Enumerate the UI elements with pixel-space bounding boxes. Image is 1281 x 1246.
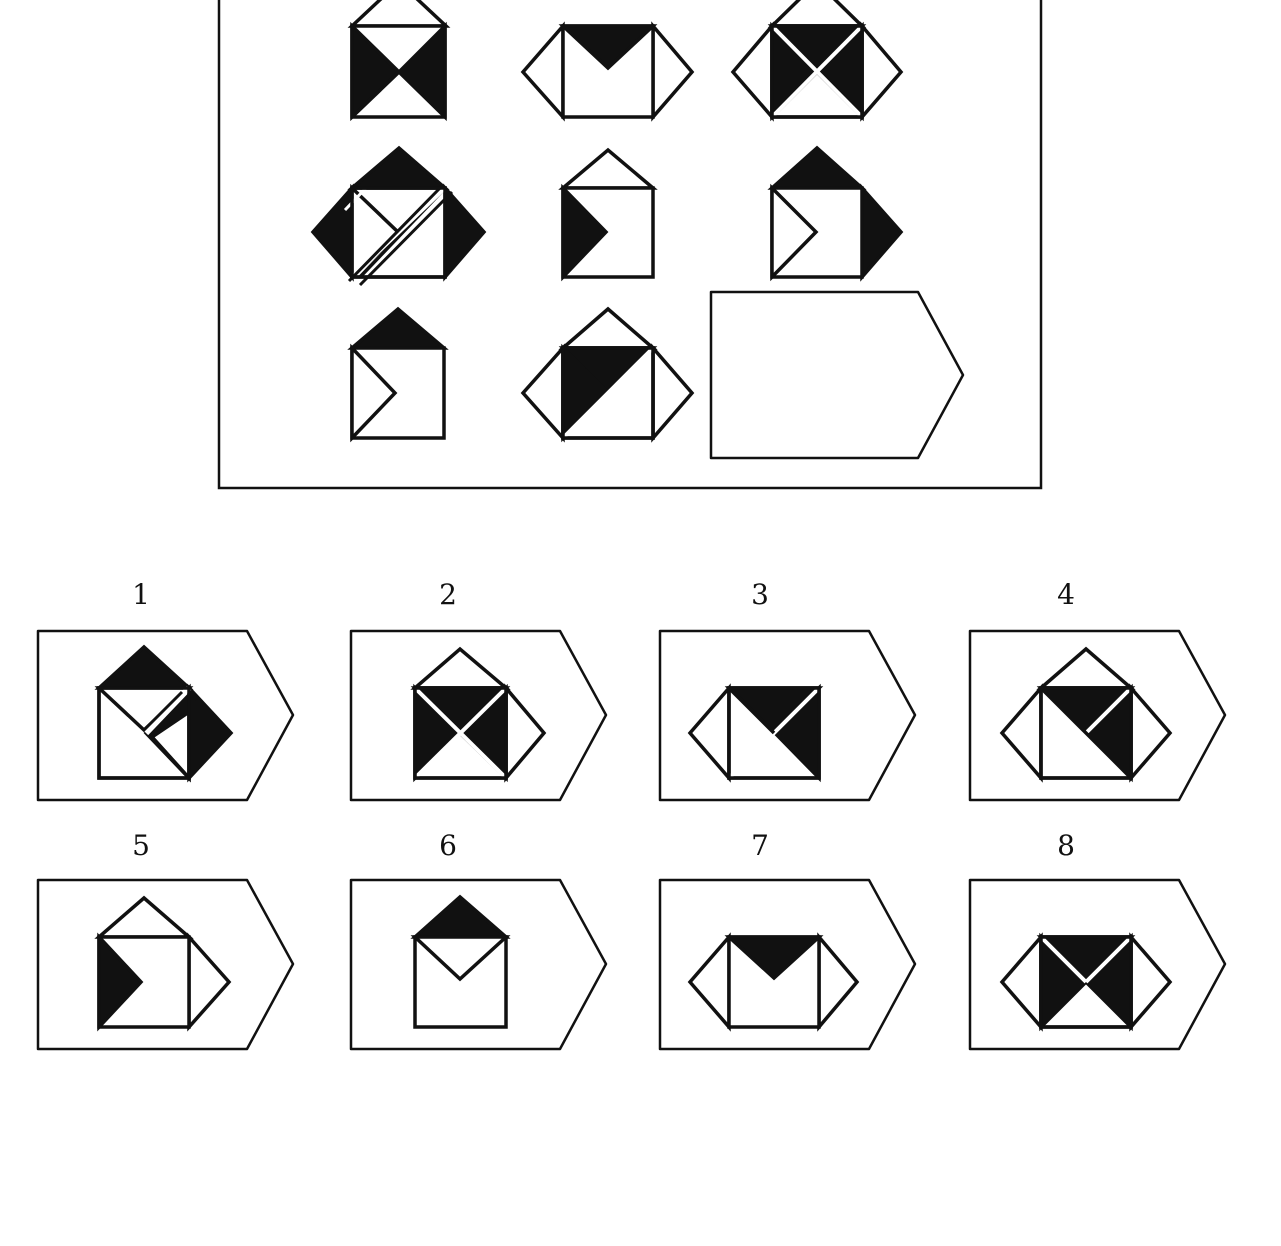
option-number: 2 [439,578,457,611]
matrix-cell-r2c2 [558,147,658,282]
matrix-cell-r1c2 [520,21,695,122]
option-number: 7 [751,829,769,862]
option-5[interactable]: 5 [36,829,295,1051]
missing-answer-slot [709,290,965,460]
option-4[interactable]: 4 [968,578,1227,802]
option-1[interactable]: 1 [36,578,295,802]
option-2[interactable]: 2 [349,578,608,802]
matrix-cell-r3c2 [520,306,695,443]
option-number: 6 [439,829,457,862]
option-8[interactable]: 8 [968,829,1227,1051]
matrix-cell-r3c1 [347,306,449,443]
answer-options: 1 2 [36,578,1227,1051]
matrix-cell-r1c1 [347,0,451,122]
question-matrix [217,0,1043,490]
option-number: 5 [132,829,150,862]
option-number: 1 [132,578,150,611]
matrix-cell-r2c1 [310,145,487,287]
option-number: 3 [751,578,769,611]
option-6[interactable]: 6 [349,829,608,1051]
option-number: 8 [1057,829,1075,862]
matrix-cell-r1c3 [730,0,904,122]
option-number: 4 [1057,578,1075,611]
option-7[interactable]: 7 [658,829,917,1051]
option-3[interactable]: 3 [658,578,917,802]
matrix-cell-r2c3 [767,145,904,282]
